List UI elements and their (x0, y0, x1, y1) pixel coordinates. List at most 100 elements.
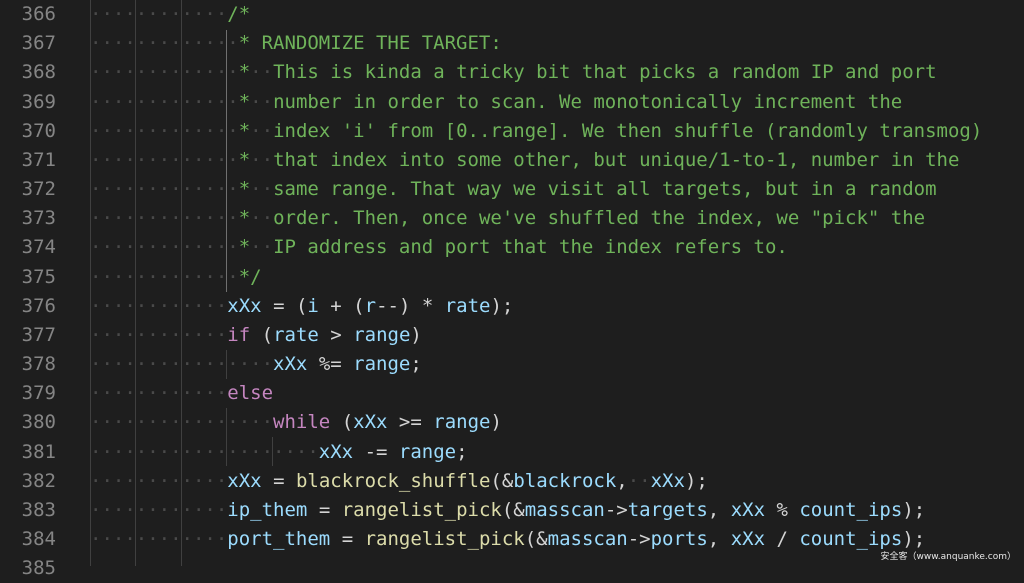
function-token: rangelist_pick (364, 528, 525, 551)
indent-guide (135, 0, 136, 566)
identifier-token: xXx (650, 469, 685, 492)
line-number: 367 (21, 32, 56, 55)
line-number: 371 (21, 148, 56, 171)
line-code: ·············*··number in order to scan.… (90, 88, 902, 117)
identifier-token: xXx (273, 353, 308, 376)
whitespace-marker: ·· (250, 90, 274, 113)
code-token (330, 411, 341, 433)
code-token: ); (684, 469, 708, 492)
identifier-token: ip_them (227, 498, 308, 521)
code-line[interactable]: 383············ip_them = rangelist_pick(… (0, 496, 1024, 525)
identifier-token: count_ips (799, 498, 903, 521)
line-number: 374 (21, 236, 56, 259)
comment-token: * (238, 148, 251, 171)
indent-guide (90, 0, 91, 566)
identifier-token: rate (273, 323, 319, 346)
identifier-token: range (398, 440, 457, 463)
comment-token: * (238, 236, 251, 259)
code-line[interactable]: 384············port_them = rangelist_pic… (0, 525, 1024, 554)
code-token: = (273, 469, 296, 492)
line-code: ············xXx = blackrock_shuffle(&bla… (90, 467, 708, 496)
code-line[interactable]: 372·············*··same range. That way … (0, 175, 1024, 204)
indent-guide-else (226, 408, 227, 466)
line-code: ················xXx %= range; (90, 350, 422, 379)
code-line[interactable]: 371 ·············*··that index into some … (0, 146, 1024, 175)
identifier-token: xXx (730, 528, 766, 551)
code-token (765, 499, 776, 521)
line-code: ·············*··order. Then, once we've … (90, 204, 925, 233)
identifier-token: range (353, 353, 411, 376)
code-line[interactable]: 366············/* (0, 0, 1024, 29)
code-token: , (616, 469, 628, 492)
identifier-token: masscan (547, 528, 628, 551)
code-token (765, 528, 776, 550)
line-number: 372 (21, 178, 56, 201)
line-code: ·············*··that index into some oth… (90, 146, 959, 175)
whitespace-marker: ············· (90, 119, 239, 142)
line-number: 373 (21, 207, 56, 230)
code-line[interactable]: 379············else (0, 379, 1024, 408)
code-token: ); (490, 294, 514, 317)
code-token: -> (604, 498, 628, 521)
code-token: ( (341, 411, 354, 434)
whitespace-marker: ·· (250, 61, 274, 84)
line-code: ················while (xXx >= range) (90, 408, 502, 437)
code-line[interactable]: 368·············*··This is kinda a trick… (0, 58, 1024, 87)
code-line[interactable]: 376············xXx = (i + (r--) * rate); (0, 292, 1024, 321)
code-line[interactable]: 367·············* RANDOMIZE THE TARGET: (0, 29, 1024, 58)
code-token: -= (364, 440, 399, 463)
line-number: 383 (21, 498, 56, 521)
code-line[interactable]: 375·············*/ (0, 263, 1024, 292)
code-line[interactable]: 370·············*··index 'i' from [0..ra… (0, 117, 1024, 146)
code-token (319, 324, 330, 346)
code-line[interactable]: 380················while (xXx >= range) (0, 408, 1024, 437)
whitespace-marker: ···················· (90, 440, 319, 463)
code-token: (& (490, 469, 514, 492)
function-token: blackrock_shuffle (295, 469, 491, 492)
code-token (307, 499, 318, 521)
code-token: = (341, 528, 365, 551)
comment-token: */ (238, 265, 262, 288)
comment-token: * RANDOMIZE THE TARGET: (238, 32, 502, 55)
code-line[interactable]: 381····················xXx -= range; (0, 438, 1024, 467)
line-number: 366 (21, 3, 56, 25)
indent-guide-if (226, 350, 227, 379)
identifier-token: xXx (227, 294, 262, 317)
identifier-token: range (353, 323, 411, 346)
code-token (262, 470, 273, 492)
code-token (250, 324, 261, 346)
line-number: 382 (21, 469, 56, 492)
code-token: / (776, 528, 800, 551)
identifier-token: blackrock (513, 469, 617, 492)
whitespace-marker: ············ (90, 3, 228, 25)
comment-token: * (238, 90, 251, 113)
comment-token: This is kinda a tricky bit that picks a … (273, 61, 937, 84)
code-token: ); (902, 528, 926, 551)
line-number: 377 (21, 323, 56, 346)
code-line[interactable]: 382 ············xXx = blackrock_shuffle(&… (0, 467, 1024, 496)
line-code: ············else (90, 379, 273, 408)
code-token: ) (490, 411, 502, 434)
code-line[interactable]: 377············if (rate > range) (0, 321, 1024, 350)
code-token: + ( (330, 294, 365, 317)
code-line[interactable]: 378················xXx %= range; (0, 350, 1024, 379)
indent-guide-while (272, 437, 273, 466)
code-token: > (330, 323, 354, 346)
code-line[interactable]: 369·············*··number in order to sc… (0, 88, 1024, 117)
identifier-token: i (307, 294, 319, 317)
line-number: 370 (21, 119, 56, 142)
identifier-token: xXx (227, 469, 262, 492)
whitespace-marker: ·· (250, 236, 274, 259)
code-token: %= (318, 353, 354, 376)
code-line[interactable]: 373 ·············*··order. Then, once we'… (0, 204, 1024, 233)
comment-token: number in order to scan. We monotonicall… (273, 90, 903, 113)
whitespace-marker: ············· (90, 61, 239, 84)
line-code: ·············*/ (90, 263, 262, 292)
keyword-token: if (227, 323, 251, 346)
code-line[interactable]: 385 (0, 554, 1024, 583)
identifier-token: xXx (318, 440, 354, 463)
code-token: ; (456, 440, 468, 463)
comment-token: same range. That way we visit all target… (273, 178, 937, 201)
code-line[interactable]: 374·············*··IP address and port t… (0, 233, 1024, 262)
